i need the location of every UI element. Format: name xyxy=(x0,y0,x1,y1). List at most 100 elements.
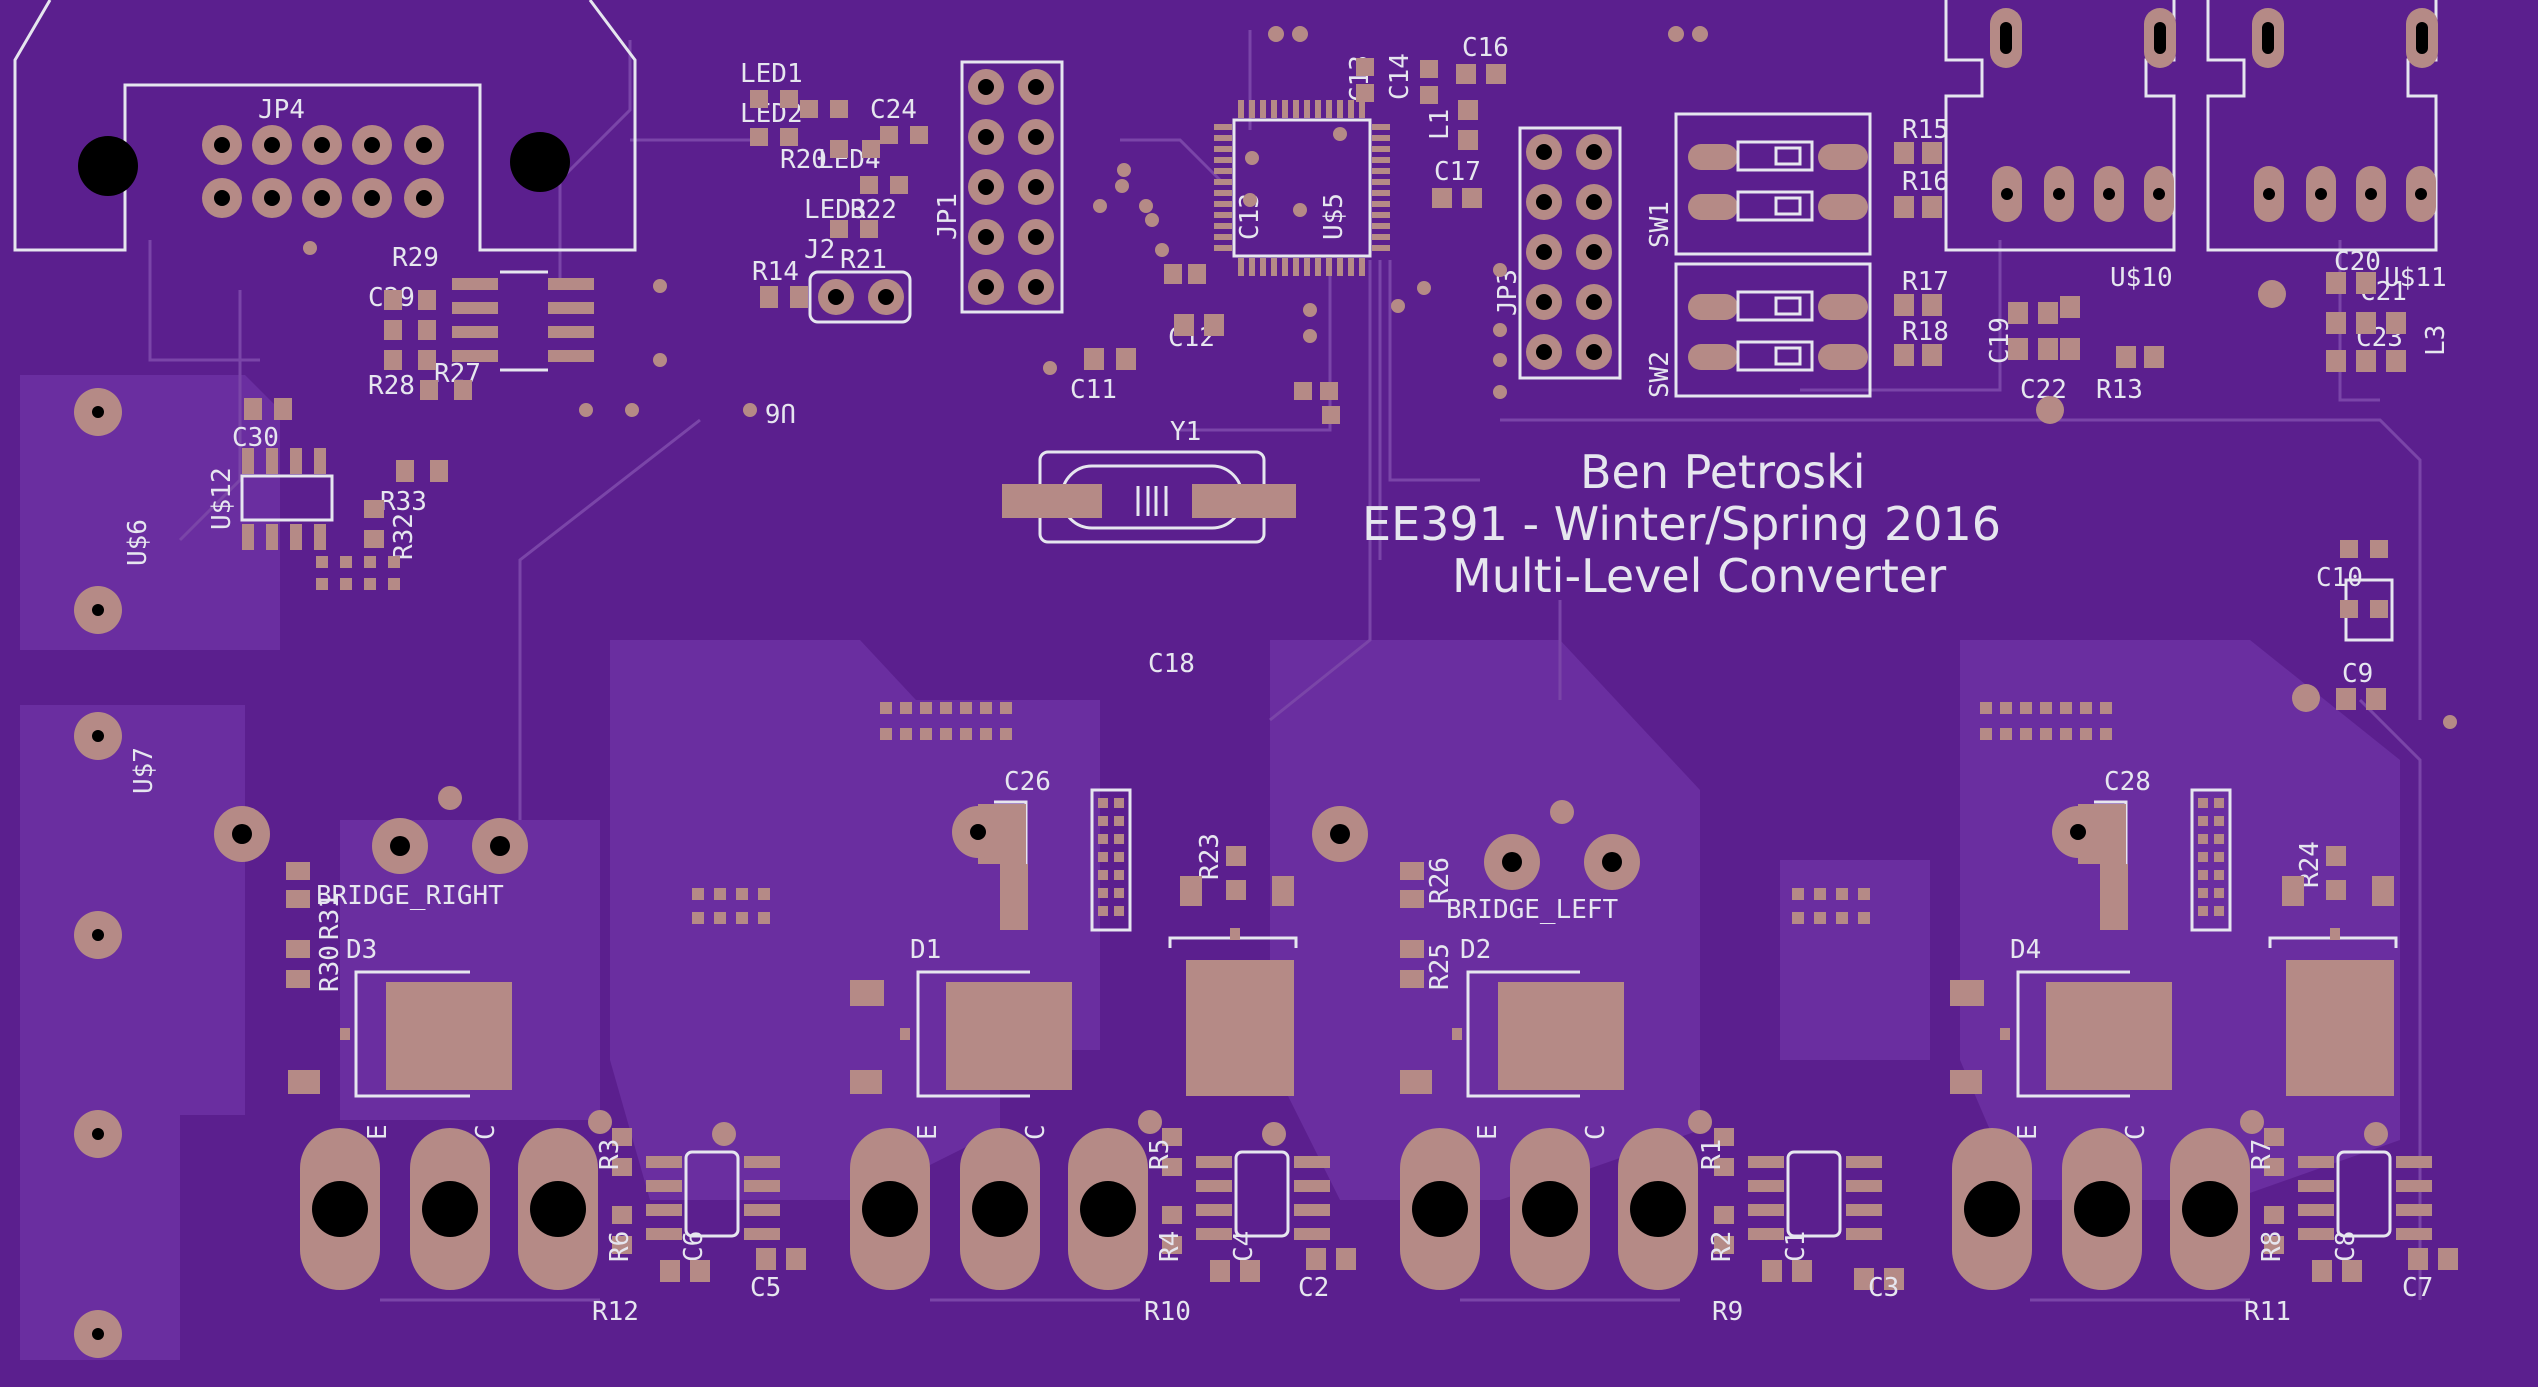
c4-label: C4 xyxy=(1229,1231,1259,1262)
d3-e-label: E xyxy=(363,1124,393,1140)
c28-label: C28 xyxy=(2104,767,2151,797)
l3-label: L3 xyxy=(2421,325,2451,356)
r7-label: R7 xyxy=(2247,1139,2277,1170)
d1-c-label: C xyxy=(1021,1124,1051,1140)
header-2x4-4 xyxy=(1792,888,1870,924)
r6-label: R6 xyxy=(605,1231,635,1262)
igbt-pads-2 xyxy=(850,1128,1148,1290)
u-6-label: U$6 xyxy=(123,519,153,566)
c30-label: C30 xyxy=(232,423,279,453)
c2-label: C2 xyxy=(1298,1273,1329,1303)
d2-e-label: E xyxy=(1473,1124,1503,1140)
u10-module: U$10 C19 C22 R13 xyxy=(1944,0,2176,424)
mounting-hole xyxy=(510,132,570,192)
r32-label: R32 xyxy=(389,513,419,560)
c26-label: C26 xyxy=(1004,767,1051,797)
d4-section: C28 R24 D4 E C xyxy=(1792,702,2398,1140)
r11-label: R11 xyxy=(2244,1297,2291,1327)
r9-label: R9 xyxy=(1712,1297,1743,1327)
r25-label: R25 xyxy=(1425,943,1455,990)
d4-label: D4 xyxy=(2010,935,2041,965)
r15-r18: R15 R16 R17 R18 xyxy=(1894,115,1949,366)
r31-label: R31 xyxy=(315,893,345,940)
jp4-pins xyxy=(202,125,444,218)
r28-label: R28 xyxy=(368,371,415,401)
d1-label: D1 xyxy=(910,935,941,965)
u11-module: C20 U$11 L3 C21 C23 xyxy=(2206,0,2451,372)
u7-module: U$7 xyxy=(74,712,159,1358)
c7-label: C7 xyxy=(2402,1273,2433,1303)
l1-label: L1 xyxy=(1425,109,1455,140)
c5-label: C5 xyxy=(750,1273,781,1303)
gate-driver-3: R1 R2 C1 R9 C3 xyxy=(1688,1110,1904,1327)
header-2x4-3 xyxy=(1980,702,2112,740)
u11-label: U$11 xyxy=(2384,263,2447,293)
gate-driver-4: R7 R8 C8 R11 C7 xyxy=(2240,1110,2458,1327)
c8-label: C8 xyxy=(2331,1231,2361,1262)
igbt-pads-1 xyxy=(300,1128,598,1290)
u10-label: U$10 xyxy=(2110,263,2173,293)
d4-e-label: E xyxy=(2013,1124,2043,1140)
d3-diode: D3 E C xyxy=(288,935,512,1140)
r30-label: R30 xyxy=(315,945,345,992)
c24-label: C24 xyxy=(870,95,917,125)
u5-mcu: U$5 C13 C13 C14 C16 L1 C17 xyxy=(1164,33,1509,424)
r33-label: R33 xyxy=(380,487,427,517)
designer-name: Ben Petroski xyxy=(1580,445,1866,499)
r23-label: R23 xyxy=(1195,833,1225,880)
c3-label: C3 xyxy=(1868,1273,1899,1303)
r29-label: R29 xyxy=(392,243,439,273)
sw2-switch: SW2 xyxy=(1645,262,1872,398)
sw1-switch: SW1 xyxy=(1645,112,1872,256)
header-1x8-1 xyxy=(1090,788,1132,932)
c1-label: C1 xyxy=(1781,1231,1811,1262)
bridge-right-label: BRIDGE_RIGHT xyxy=(316,881,504,911)
d2-c-label: C xyxy=(1581,1124,1611,1140)
r10-label: R10 xyxy=(1144,1297,1191,1327)
d2-label: D2 xyxy=(1460,935,1491,965)
r29-c29-r28-r27: R29 C29 R28 R27 xyxy=(368,243,481,401)
r17-label: R17 xyxy=(1902,267,1949,297)
gate-driver-2: R5 R4 C4 R10 C2 xyxy=(1138,1110,1356,1327)
j2-connector xyxy=(808,270,912,324)
r14-label: R14 xyxy=(752,257,799,287)
sw1-label: SW1 xyxy=(1645,201,1675,248)
r21-label: R21 xyxy=(840,245,887,275)
c9-label: C9 xyxy=(2342,659,2373,689)
d1-e-label: E xyxy=(913,1124,943,1140)
title-block: Ben Petroski EE391 - Winter/Spring 2016 … xyxy=(1362,445,2001,603)
r3-label: R3 xyxy=(595,1139,625,1170)
vias xyxy=(303,26,2457,729)
u12-chip: U$12 C30 R33 R32 xyxy=(207,398,448,590)
d2-diode: D2 E C xyxy=(1400,935,1624,1140)
r26-label: R26 xyxy=(1425,857,1455,904)
c18-label: C18 xyxy=(1148,649,1195,679)
header-2x4-2 xyxy=(692,888,770,924)
c16-label: C16 xyxy=(1462,33,1509,63)
r20-label: R20 xyxy=(780,145,827,175)
d1-section: C26 R23 D1 E C xyxy=(692,702,1298,1140)
r2-label: R2 xyxy=(1707,1231,1737,1262)
r30-r31: R31 R30 xyxy=(286,862,345,992)
u5-pins xyxy=(1214,100,1390,276)
header-2x4-1 xyxy=(880,702,1012,740)
bridge-right-terminals: BRIDGE_RIGHT xyxy=(214,786,528,911)
project-title: Multi-Level Converter xyxy=(1452,549,1946,603)
y1-crystal: C11 C12 Y1 C18 xyxy=(1002,314,1296,679)
d3-label: D3 xyxy=(346,935,377,965)
led-cluster: LED1 LED2 R20 LED4 LED3 R22 J2 R21 R14 C… xyxy=(740,59,928,324)
u12-label: U$12 xyxy=(207,467,237,530)
u-7-label: U$7 xyxy=(129,747,159,794)
u6-label: U6 xyxy=(765,397,796,427)
u6-chip: U6 xyxy=(452,270,796,427)
c6-label: C6 xyxy=(679,1231,709,1262)
u6-module: U$6 xyxy=(74,388,153,634)
c17-label: C17 xyxy=(1434,157,1481,187)
d4-c-label: C xyxy=(2121,1124,2151,1140)
sw2-label: SW2 xyxy=(1645,351,1675,398)
bridge-left-label: BRIDGE_LEFT xyxy=(1446,895,1619,925)
copper-pours xyxy=(20,375,2400,1360)
gate-driver-1: R3 R6 C6 R12 C5 xyxy=(588,1110,806,1327)
jp4-connector: JP4 xyxy=(13,0,637,252)
